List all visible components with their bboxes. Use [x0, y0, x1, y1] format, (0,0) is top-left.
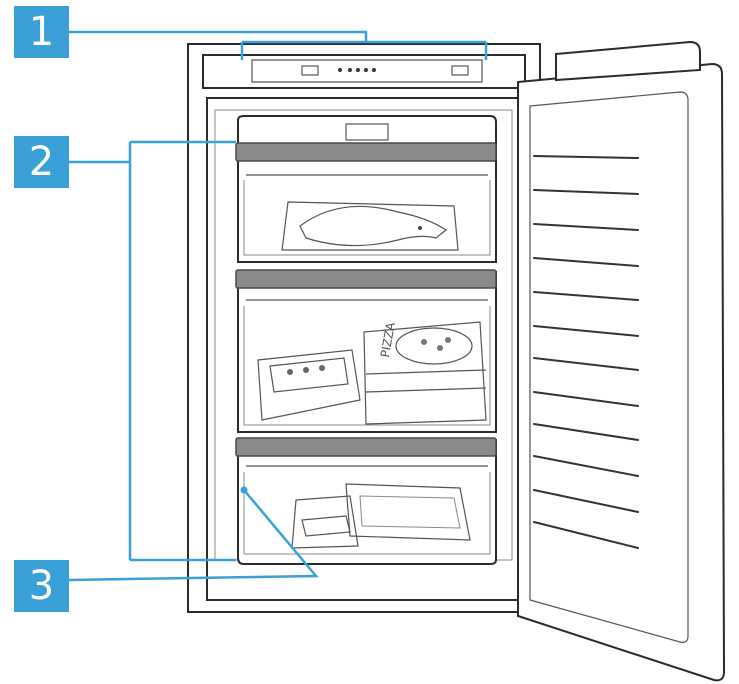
callout-3: 3 [14, 560, 69, 612]
control-panel [251, 59, 483, 83]
fish-package-icon [281, 201, 459, 251]
pizza-box-icon: PIZZA [363, 320, 487, 425]
open-door [517, 40, 726, 682]
leader-1 [69, 30, 488, 60]
leader-3 [68, 489, 319, 582]
control-panel-icon [301, 65, 469, 76]
drawer-bottom [235, 437, 497, 565]
drawer-middle: PIZZA [235, 269, 497, 433]
drawer-top [235, 115, 497, 263]
door-ridges [533, 155, 639, 549]
callout-2: 2 [14, 136, 69, 188]
interior-back [214, 109, 513, 561]
pizza-label: PIZZA [378, 320, 398, 358]
callout-1: 1 [14, 6, 69, 58]
frozen-food-bag-icon [257, 349, 361, 421]
leader-lines [68, 30, 488, 582]
